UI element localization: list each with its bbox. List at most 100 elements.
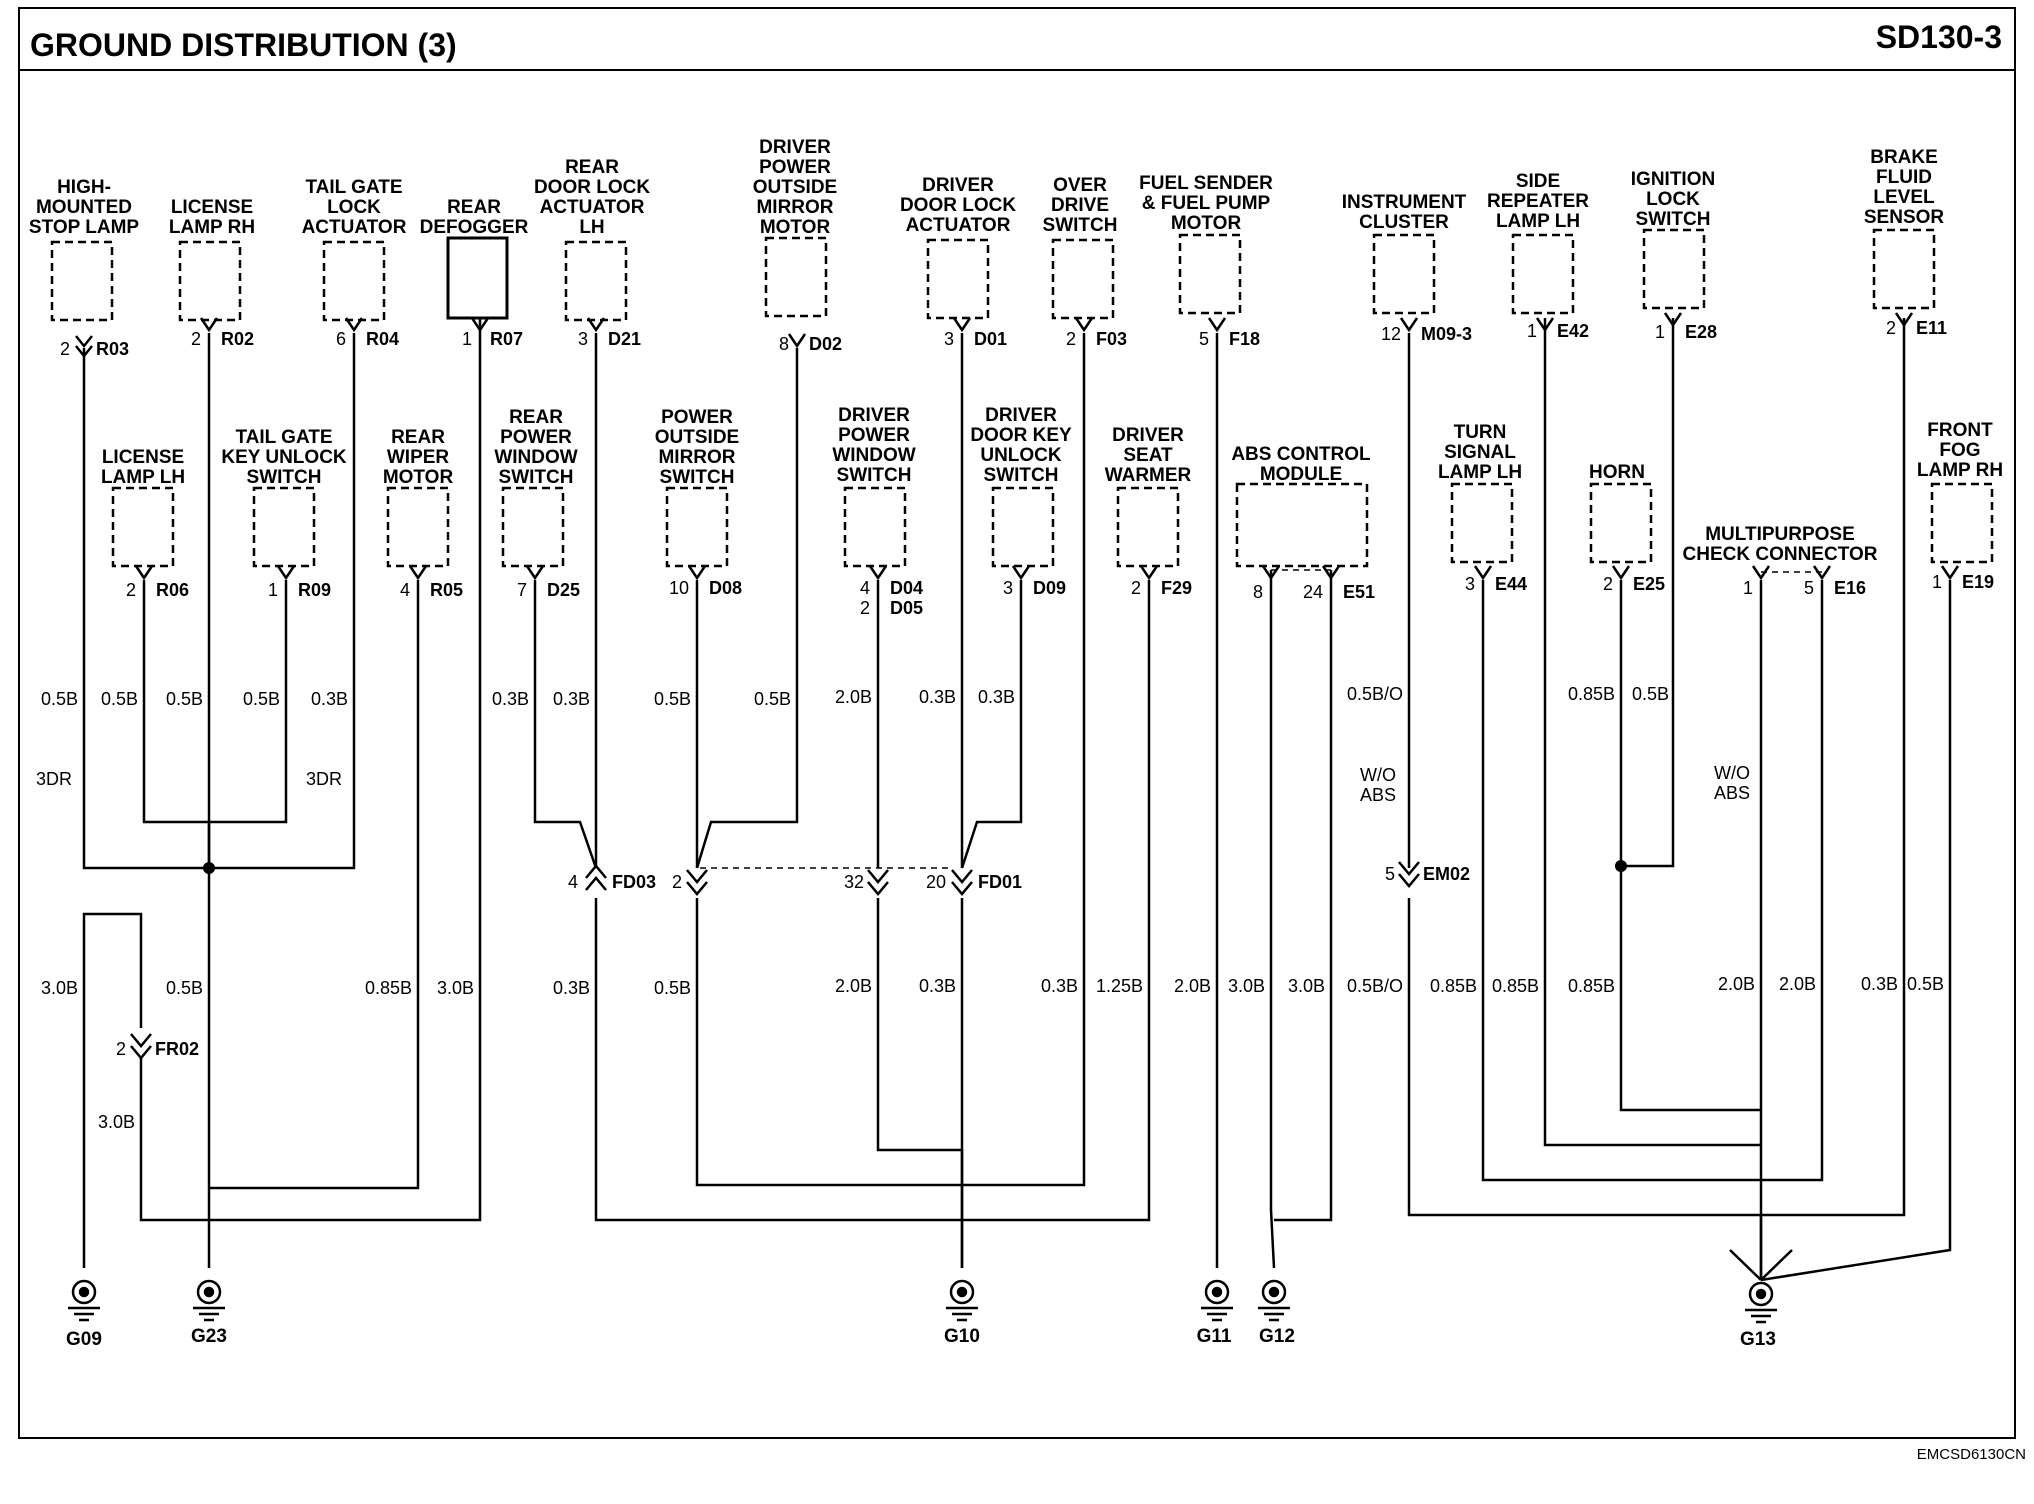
connector-id: D08: [709, 578, 742, 598]
pin-number: 2: [191, 329, 201, 349]
pin-number: 4: [860, 578, 870, 598]
connector-chevron: [1261, 565, 1281, 581]
pin-number: 12: [1381, 324, 1401, 344]
connector-id: FD03: [612, 872, 656, 892]
wire-label: 0.3B: [1861, 974, 1898, 994]
pin-number: 2: [1066, 329, 1076, 349]
wire-label: 3.0B: [437, 978, 474, 998]
ground-symbols: [68, 1279, 1777, 1324]
pin-number: 24: [1303, 582, 1323, 602]
connector-id: M09-3: [1421, 324, 1472, 344]
connector-symbols: [75, 312, 1960, 1060]
ground-label-g23: G23: [191, 1326, 227, 1347]
connector-chevron: [1812, 565, 1832, 581]
pin-number: 5: [1385, 864, 1395, 884]
component-box: [1178, 233, 1242, 315]
wire-label: 2.0B: [835, 976, 872, 996]
wire-label: 3.0B: [1228, 976, 1265, 996]
ground-label-g13: G13: [1740, 1329, 1776, 1350]
connector-chevron: [1321, 565, 1341, 581]
component-box: [252, 486, 316, 568]
connector-id: R06: [156, 580, 189, 600]
wire-label: 3.0B: [1288, 976, 1325, 996]
ground-label-g09: G09: [66, 1329, 102, 1350]
component-box: [1116, 486, 1180, 568]
inline-connector-FD01-b: [867, 869, 889, 896]
inline-connector-FD03: [585, 864, 607, 891]
splice-points: [203, 860, 1627, 874]
ground-symbol-g23: [193, 1279, 225, 1322]
connector-id: D02: [809, 334, 842, 354]
pin-number: 8: [1253, 582, 1263, 602]
pin-number: 3: [944, 329, 954, 349]
connector-id: E19: [1962, 572, 1994, 592]
connector-id: R07: [490, 329, 523, 349]
component-box: [1930, 482, 1994, 564]
pin-number: 32: [844, 872, 864, 892]
ground-label-g10: G10: [944, 1326, 980, 1347]
component-box: [665, 486, 729, 568]
pin-number: 2: [860, 598, 870, 618]
component-box: [843, 486, 907, 568]
component-box: [178, 240, 242, 322]
wire-label: 0.3B: [978, 687, 1015, 707]
pin-number: 2: [116, 1039, 126, 1059]
connector-chevron: [1751, 565, 1771, 581]
pin-number: 6: [336, 329, 346, 349]
component-box: [386, 486, 450, 568]
connector-chevron: [1894, 312, 1914, 328]
pin-number: 3: [1465, 574, 1475, 594]
connector-chevron: [276, 565, 296, 581]
wire-label: 0.3B: [1041, 976, 1078, 996]
connector-chevron: [75, 335, 93, 359]
connector-chevron: [1139, 565, 1159, 581]
connector-id: F29: [1161, 578, 1192, 598]
connector-id: FR02: [155, 1039, 199, 1059]
wire-label: 0.5B: [1632, 684, 1669, 704]
connector-id: E51: [1343, 582, 1375, 602]
pin-number: 1: [1655, 322, 1665, 342]
connector-chevron: [1011, 565, 1031, 581]
figure-code: EMCSD6130CN: [1917, 1446, 2026, 1463]
wire-label: 1.25B: [1096, 976, 1143, 996]
connector-id: D09: [1033, 578, 1066, 598]
pin-number: 2: [1603, 574, 1613, 594]
component-box: [564, 240, 628, 322]
connector-id: F18: [1229, 329, 1260, 349]
ground-labels: G09 G23 G10 G11 G12 G13: [66, 1326, 1776, 1350]
ground-symbol-g10: [946, 1279, 978, 1322]
connector-id: E42: [1557, 321, 1589, 341]
wire-label: 0.3B: [553, 978, 590, 998]
connector-id: E16: [1834, 578, 1866, 598]
wire-label: 0.5B: [41, 689, 78, 709]
wire-label: 0.5B: [754, 689, 791, 709]
wire-label: 0.5B: [1907, 974, 1944, 994]
connector-chevron: [1399, 317, 1419, 333]
component-box: [1372, 233, 1436, 315]
pin-number: 10: [669, 578, 689, 598]
splice-dot: [1615, 860, 1627, 872]
component-box: [111, 486, 175, 568]
wire-label: 0.5B: [101, 689, 138, 709]
connector-id: E44: [1495, 574, 1527, 594]
connector-chevron: [470, 317, 490, 333]
connector-id: FD01: [978, 872, 1022, 892]
connector-chevron: [408, 565, 428, 581]
connector-id: E25: [1633, 574, 1665, 594]
connector-id: E28: [1685, 322, 1717, 342]
wire-label: 2.0B: [1174, 976, 1211, 996]
wire-label: 0.5B/O: [1347, 684, 1403, 704]
wire-label: 0.3B: [553, 689, 590, 709]
wire-label: 0.85B: [1492, 976, 1539, 996]
connector-chevron: [134, 565, 154, 581]
